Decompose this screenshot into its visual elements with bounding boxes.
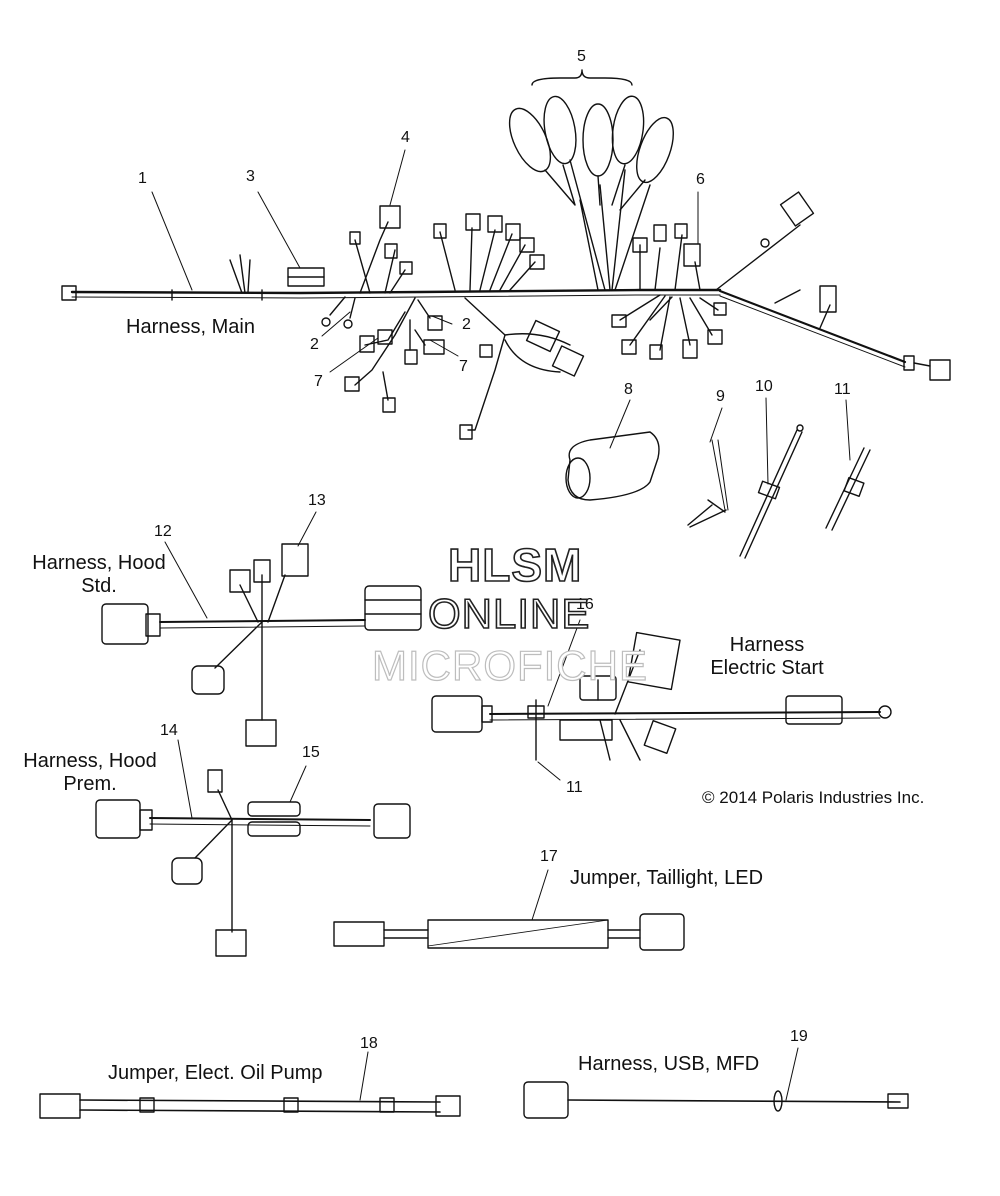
label-jumper-oil-pump: Jumper, Elect. Oil Pump — [108, 1062, 323, 1084]
label-hood-std-line2: Std. — [81, 575, 117, 597]
watermark-line2: ONLINE — [427, 589, 591, 638]
callout-19: 19 — [790, 1028, 808, 1045]
label-harness-usb: Harness, USB, MFD — [578, 1053, 760, 1075]
callout-5: 5 — [577, 48, 586, 65]
callout-1: 1 — [138, 170, 147, 187]
callout-11a: 11 — [834, 381, 851, 398]
leader-lines — [151, 149, 851, 1101]
callout-17: 17 — [540, 848, 558, 865]
label-electric-start-line1: Harness — [729, 634, 805, 656]
label-harness-hood-prem: Harness, Hood Prem. — [14, 750, 166, 796]
label-harness-hood-std: Harness, Hood Std. — [24, 552, 174, 598]
callout-3: 3 — [246, 168, 255, 185]
callout-12: 12 — [154, 523, 172, 540]
label-hood-prem-line1: Harness, Hood — [23, 750, 157, 772]
label-electric-start-line2: Electric Start — [710, 657, 824, 679]
main-harness — [61, 69, 951, 440]
callout-6: 6 — [696, 171, 705, 188]
usb-harness — [523, 1081, 909, 1119]
label-harness-main: Harness, Main — [126, 316, 255, 338]
electric-start-harness — [431, 631, 892, 761]
callout-9: 9 — [716, 388, 725, 405]
callout-11b: 11 — [566, 779, 583, 796]
oil-pump-jumper — [39, 1093, 461, 1119]
callout-14: 14 — [160, 722, 178, 739]
conduit-8 — [565, 431, 660, 501]
callout-18: 18 — [360, 1035, 378, 1052]
hood-prem-harness — [95, 769, 411, 957]
callout-7a: 7 — [314, 373, 323, 390]
callout-2a: 2 — [310, 336, 319, 353]
callout-2b: 2 — [462, 316, 471, 333]
hood-std-harness — [101, 543, 422, 747]
callout-4: 4 — [401, 129, 410, 146]
watermark-line1: HLSM — [447, 538, 583, 592]
label-harness-electric-start: Harness Electric Start — [700, 634, 834, 680]
callout-8: 8 — [624, 381, 633, 398]
callout-7b: 7 — [459, 358, 468, 375]
push-tie-10 — [739, 424, 804, 559]
callout-16: 16 — [576, 596, 594, 613]
watermark-line3: MICROFICHE — [371, 641, 648, 689]
sensor-set-5 — [508, 95, 674, 211]
taillight-jumper — [333, 913, 685, 951]
copyright-notice: © 2014 Polaris Industries Inc. — [702, 788, 925, 807]
callout-15: 15 — [302, 744, 320, 761]
callout-10: 10 — [755, 378, 773, 395]
callout-13: 13 — [308, 492, 326, 509]
label-jumper-taillight: Jumper, Taillight, LED — [570, 867, 764, 889]
label-hood-prem-line2: Prem. — [63, 773, 117, 795]
edge-tie-11 — [825, 447, 871, 531]
label-hood-std-line1: Harness, Hood — [32, 552, 166, 574]
cable-tie-9 — [687, 439, 729, 528]
